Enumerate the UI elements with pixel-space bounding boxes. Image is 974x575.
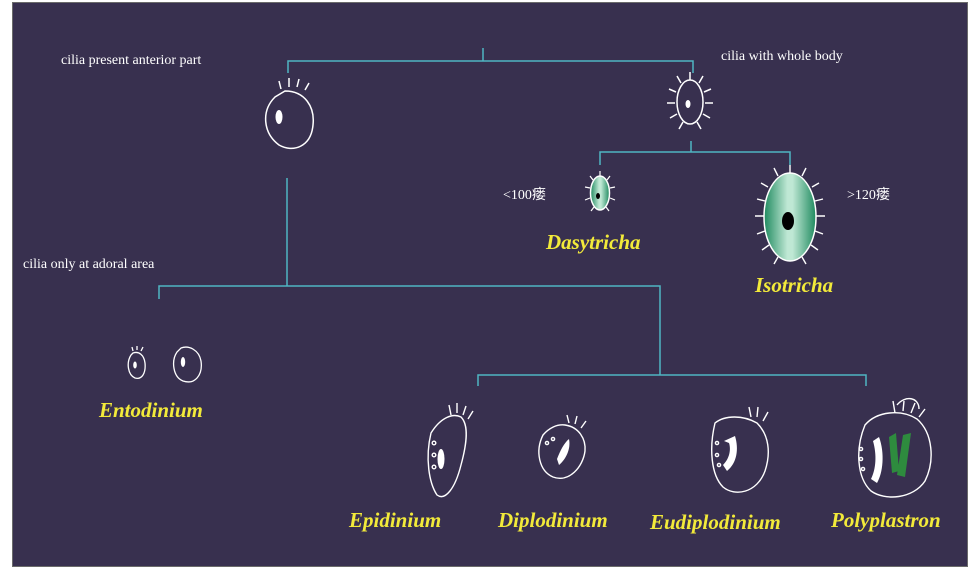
anterior-macronucleus (276, 110, 283, 124)
entodinium-small-cilia (132, 346, 143, 351)
polyplastron-hook (897, 399, 919, 409)
entodinium-branch (159, 286, 660, 375)
anterior-cilia-body (266, 91, 314, 148)
polyplastron-vacuole (859, 457, 862, 460)
epidinium-vacuole (432, 441, 436, 445)
dasytricha-body (591, 176, 610, 210)
anterior-cilia-tufts (279, 78, 309, 90)
polyplastron-vacuole (859, 447, 862, 450)
taxon-dasytricha: Dasytricha (546, 230, 641, 255)
polyplastron-macronucleus (871, 437, 883, 483)
taxon-epidinium: Epidinium (349, 508, 441, 533)
diplodinium-macronucleus (557, 439, 569, 465)
cilia-adoral-label: cilia only at adoral area (23, 257, 154, 273)
epidinium-vacuole (432, 465, 436, 469)
epidinium-macronucleus (438, 449, 445, 469)
holotrich-branch (600, 141, 790, 165)
isotricha-organism (755, 165, 825, 264)
eudiplodinium-macronucleus (723, 436, 737, 471)
diplodinium-vacuole (551, 437, 554, 440)
eudiplodinium-cilia (749, 407, 768, 421)
epidinium-organism (428, 403, 473, 497)
taxon-polyplastron: Polyplastron (831, 508, 941, 533)
eudiplodinium-vacuole (717, 463, 720, 466)
ophryoscolecid-branch (478, 375, 866, 386)
entodinium-large-nucleus (181, 357, 185, 367)
taxon-diplodinium: Diplodinium (498, 508, 608, 533)
eudiplodinium-vacuole (715, 441, 718, 444)
top-branch (288, 61, 693, 73)
polyplastron-organism (859, 399, 931, 497)
polyplastron-skeletal-plate (897, 433, 911, 477)
size-large-label: >120瘘 (847, 184, 890, 204)
taxon-entodinium: Entodinium (99, 398, 203, 423)
diagram-slide: cilia present anterior part cilia with w… (12, 2, 968, 567)
polyplastron-vacuole (861, 467, 864, 470)
isotricha-nucleus (782, 212, 794, 230)
eudiplodinium-organism (712, 407, 769, 492)
taxon-eudiplodinium: Eudiplodinium (650, 510, 781, 535)
whole-cilia-organism (667, 72, 713, 129)
taxon-isotricha: Isotricha (755, 273, 833, 298)
diplodinium-vacuole (545, 441, 548, 444)
epidinium-vacuole (432, 453, 436, 457)
entodinium-organisms (128, 346, 201, 382)
connector-lines (159, 48, 866, 386)
entodinium-large-body (174, 347, 202, 382)
dasytricha-organism (585, 171, 615, 211)
polyplastron-skeletal-plate (889, 433, 899, 473)
entodinium-small-nucleus (133, 362, 137, 369)
anterior-cilia-organism (266, 78, 314, 148)
dasytricha-nucleus (596, 193, 600, 199)
cilia-whole-label: cilia with whole body (721, 49, 843, 65)
eudiplodinium-body (712, 417, 769, 492)
eudiplodinium-vacuole (715, 453, 718, 456)
diplodinium-organism (539, 415, 586, 478)
whole-cilia-nucleus (686, 100, 691, 108)
epidinium-body (428, 416, 466, 497)
size-small-label: <100瘘 (503, 184, 546, 204)
cilia-anterior-label: cilia present anterior part (61, 53, 201, 69)
